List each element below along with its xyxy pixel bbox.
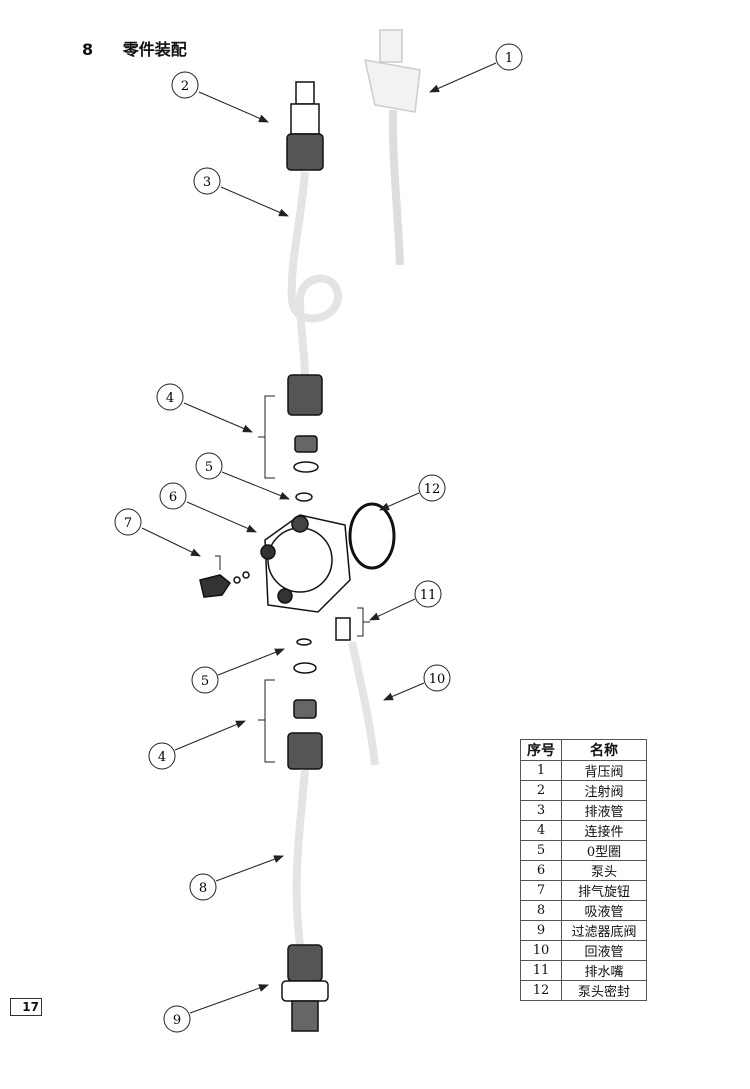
svg-text:1: 1 <box>505 51 513 66</box>
part-name: 吸液管 <box>561 900 647 921</box>
callout-5-upper: 5 <box>195 452 223 480</box>
svg-text:10: 10 <box>429 672 446 687</box>
return-tube-drawing <box>348 641 379 766</box>
header-number: 序号 <box>520 739 562 761</box>
callout-5-lower: 5 <box>191 666 219 694</box>
part-number: 3 <box>520 800 562 821</box>
part-name: 连接件 <box>561 820 647 841</box>
part-number: 5 <box>520 840 562 861</box>
part-number: 1 <box>520 760 562 781</box>
page-number: 17 <box>10 998 42 1016</box>
foot-valve-drawing <box>281 944 329 1032</box>
part-name: 排水嘴 <box>561 960 647 981</box>
callout-2: 2 <box>171 71 199 99</box>
part-number: 4 <box>520 820 562 841</box>
callout-1: 1 <box>495 43 523 71</box>
svg-text:9: 9 <box>173 1013 181 1028</box>
part-name: 回液管 <box>561 940 647 961</box>
svg-text:3: 3 <box>203 175 211 190</box>
part-name: 注射阀 <box>561 780 647 801</box>
pump-head-drawing <box>199 502 396 641</box>
callout-10: 10 <box>423 664 451 692</box>
part-number: 8 <box>520 900 562 921</box>
svg-text:2: 2 <box>181 79 189 94</box>
callout-4-upper: 4 <box>156 383 184 411</box>
svg-text:5: 5 <box>205 460 213 475</box>
lower-connector-drawing <box>287 638 323 770</box>
part-number: 9 <box>520 920 562 941</box>
svg-text:11: 11 <box>420 588 437 603</box>
part-number: 6 <box>520 860 562 881</box>
section-title: 零件装配 <box>122 40 187 59</box>
injection-valve-drawing <box>286 81 324 171</box>
callout-9: 9 <box>163 1005 191 1033</box>
svg-text:4: 4 <box>166 391 174 406</box>
backpressure-valve-drawing <box>364 29 421 266</box>
part-number: 10 <box>520 940 562 961</box>
callout-12: 12 <box>418 474 446 502</box>
part-name: 背压阀 <box>561 760 647 781</box>
part-number: 12 <box>520 980 562 1001</box>
discharge-tube-drawing <box>287 171 342 381</box>
part-name: 排气旋钮 <box>561 880 647 901</box>
svg-text:4: 4 <box>158 750 166 765</box>
callout-3: 3 <box>193 167 221 195</box>
callout-6: 6 <box>159 482 187 510</box>
part-number: 2 <box>520 780 562 801</box>
callout-8: 8 <box>189 873 217 901</box>
header-name: 名称 <box>561 739 647 761</box>
svg-text:7: 7 <box>124 516 132 531</box>
leader-arrows <box>141 62 497 1014</box>
part-name: 0型圈 <box>561 840 647 861</box>
section-heading: 8 零件装配 <box>82 36 187 60</box>
part-number: 11 <box>520 960 562 981</box>
callout-11: 11 <box>414 580 442 608</box>
part-name: 泵头 <box>561 860 647 881</box>
part-name: 过滤器底阀 <box>561 920 647 941</box>
callout-7: 7 <box>114 508 142 536</box>
part-name: 排液管 <box>561 800 647 821</box>
parts-table-header: 序号 名称 <box>520 739 647 761</box>
svg-text:5: 5 <box>201 674 209 689</box>
callout-4-lower: 4 <box>148 742 176 770</box>
part-name: 泵头密封 <box>561 980 647 1001</box>
svg-text:8: 8 <box>199 881 207 896</box>
svg-text:12: 12 <box>424 482 441 497</box>
part-number: 7 <box>520 880 562 901</box>
upper-connector-drawing <box>287 374 323 502</box>
suction-tube-drawing <box>292 769 309 946</box>
section-number: 8 <box>82 40 94 59</box>
svg-text:6: 6 <box>169 490 177 505</box>
